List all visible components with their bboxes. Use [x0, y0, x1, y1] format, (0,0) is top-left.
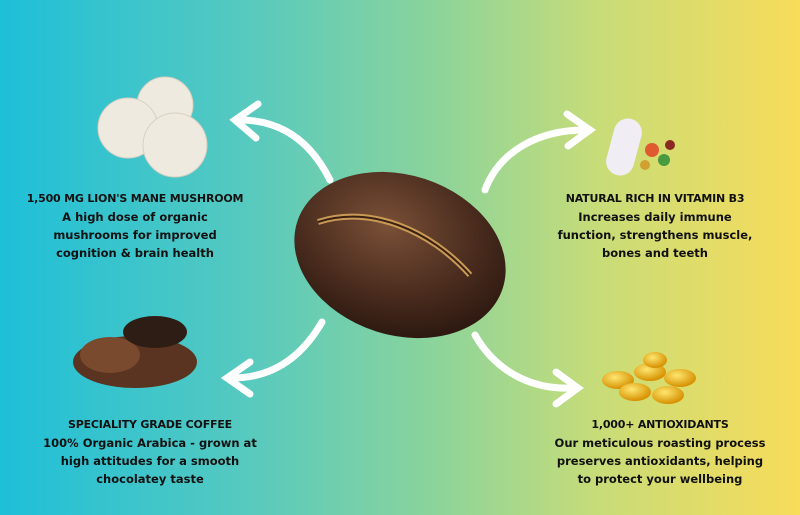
- feature-vitamin-b3: NATURAL RICH IN VITAMIN B3 Increases dai…: [540, 190, 770, 262]
- arrow-top-right: [481, 110, 597, 194]
- feature-title: 1,000+ ANTIOXIDANTS: [591, 418, 729, 431]
- feature-title: NATURAL RICH IN VITAMIN B3: [565, 192, 745, 205]
- feature-title: 1,500 MG LION'S MANE MUSHROOM: [26, 192, 244, 205]
- coffee-bean-icon: [294, 171, 506, 339]
- feature-line: to protect your wellbeing: [577, 472, 743, 486]
- feature-line: Our meticulous roasting process: [554, 436, 766, 450]
- feature-line: bones and teeth: [602, 246, 708, 260]
- ground-coffee-icon: [73, 316, 197, 388]
- feature-lions-mane: 1,500 MG LION'S MANE MUSHROOM A high dos…: [20, 190, 250, 262]
- feature-title: SPECIALITY GRADE COFFEE: [68, 418, 232, 431]
- feature-line: preserves antioxidants, helping: [556, 454, 764, 468]
- feature-line: high attitudes for a smooth: [60, 454, 240, 468]
- arrow-bottom-left: [220, 318, 326, 398]
- feature-line: cognition & brain health: [56, 246, 214, 260]
- feature-line: A high dose of organic: [62, 210, 208, 224]
- feature-line: Increases daily immune: [578, 210, 732, 224]
- mushroom-icon: [97, 76, 208, 178]
- arrow-top-left: [229, 100, 334, 184]
- feature-line: 100% Organic Arabica - grown at: [43, 436, 257, 450]
- softgel-capsules-icon: [602, 352, 696, 404]
- feature-line: mushrooms for improved: [53, 228, 217, 242]
- feature-line: chocolatey taste: [96, 472, 204, 486]
- vitamin-pill-icon: [606, 118, 675, 176]
- feature-line: function, strengthens muscle,: [557, 228, 753, 242]
- feature-antioxidants: 1,000+ ANTIOXIDANTS Our meticulous roast…: [540, 416, 780, 488]
- feature-speciality-coffee: SPECIALITY GRADE COFFEE 100% Organic Ara…: [30, 416, 270, 488]
- arrow-bottom-right: [471, 331, 584, 408]
